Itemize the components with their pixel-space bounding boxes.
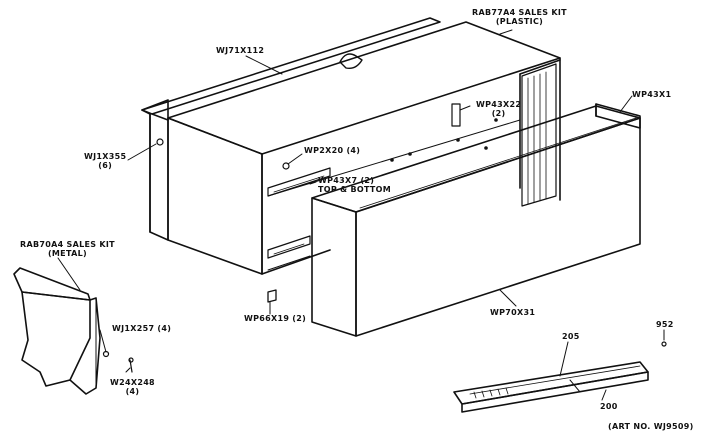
label-205: 205 xyxy=(562,332,580,341)
label-wp43x22-line1: WP43X22 xyxy=(476,100,522,109)
art-number: (ART NO. WJ9509) xyxy=(608,422,694,431)
label-wj1x355: WJ1X355 (6) xyxy=(84,152,126,170)
leader-lines xyxy=(57,29,665,401)
top-rail xyxy=(141,17,441,121)
label-200: 200 xyxy=(600,402,618,411)
label-rab70a4-line2: (METAL) xyxy=(47,249,87,258)
label-rab70a4-line1: RAB70A4 SALES KIT xyxy=(20,240,115,249)
label-wp70x31: WP70X31 xyxy=(490,308,536,317)
label-wj71x112: WJ71X112 xyxy=(216,46,265,55)
clip-wp66x19 xyxy=(267,289,277,303)
label-rab77a4: RAB77A4 SALES KIT (PLASTIC) xyxy=(472,8,567,26)
label-952: 952 xyxy=(656,320,674,329)
label-wj1x355-line2: (6) xyxy=(98,161,113,170)
label-w24x248-line2: (4) xyxy=(125,387,140,396)
label-wp2x20: WP2X20 (4) xyxy=(304,146,361,155)
label-wp66x19: WP66X19 (2) xyxy=(244,314,307,323)
bottom-rail xyxy=(453,341,667,413)
label-wj1x355-line1: WJ1X355 xyxy=(84,152,127,161)
label-wp43x7: WP43X7 (2) TOP & BOTTOM xyxy=(318,176,391,194)
label-wp43x7-line2: TOP & BOTTOM xyxy=(318,185,392,194)
label-wj1x257: WJ1X257 (4) xyxy=(112,324,172,333)
front-frame-plate xyxy=(141,99,169,241)
label-wp43x1: WP43X1 xyxy=(632,90,672,99)
label-w24x248-line1: W24X248 xyxy=(110,378,155,387)
label-wp43x22-line2: (2) xyxy=(491,109,506,118)
label-wp43x22: WP43X22 (2) xyxy=(476,100,521,118)
label-rab77a4-line2: (PLASTIC) xyxy=(495,17,544,26)
label-wp43x7-line1: WP43X7 (2) xyxy=(318,176,375,185)
front-panel-wp70x31 xyxy=(311,105,641,337)
cabinet-sleeve xyxy=(156,21,561,275)
label-rab70a4: RAB70A4 SALES KIT (METAL) xyxy=(20,240,115,258)
label-rab77a4-line1: RAB77A4 SALES KIT xyxy=(472,8,567,17)
label-w24x248: W24X248 (4) xyxy=(110,378,155,396)
